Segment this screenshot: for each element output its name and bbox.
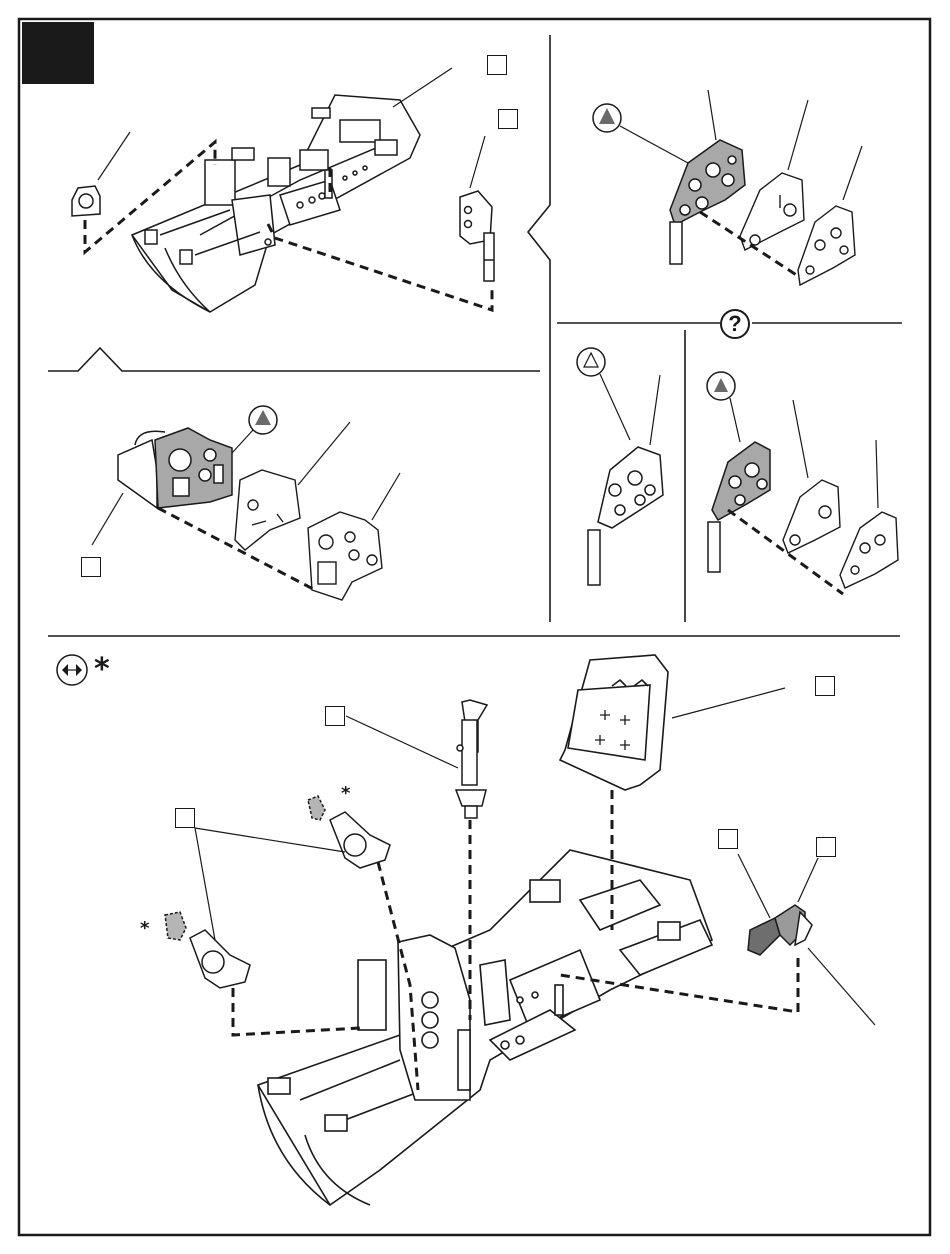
instrument-panel-painted-tr bbox=[670, 140, 745, 264]
cockpit-tub-small bbox=[132, 95, 420, 312]
part-number-box bbox=[718, 829, 738, 849]
option-symbol: ? bbox=[728, 311, 741, 336]
instrument-decal-option-b bbox=[783, 480, 840, 553]
instrument-decal-tr bbox=[740, 173, 804, 250]
rudder-pedal-lower-part bbox=[165, 912, 250, 988]
cockpit-tub-large bbox=[258, 850, 712, 1205]
rudder-pedal-upper-part bbox=[308, 796, 390, 868]
decal-icon bbox=[577, 348, 605, 376]
part-number-box bbox=[487, 55, 507, 75]
question-icon: ? bbox=[720, 309, 750, 339]
part-number-box bbox=[175, 808, 195, 828]
instrument-panel-assembly bbox=[118, 428, 232, 508]
part-number-box bbox=[81, 557, 101, 577]
optional-marker: * bbox=[140, 918, 149, 939]
control-stick-panel-part bbox=[460, 191, 494, 281]
decal-icon bbox=[249, 406, 277, 434]
instrument-panel-option-a bbox=[588, 447, 663, 585]
instrument-backplate-option-b bbox=[840, 512, 898, 588]
symmetry-icon bbox=[57, 655, 87, 685]
small-bracket-part bbox=[72, 186, 100, 216]
leader-lines-option-a bbox=[600, 374, 660, 445]
instrument-backplate-tr bbox=[798, 206, 855, 285]
step-number-box bbox=[22, 22, 94, 84]
part-number-box bbox=[325, 706, 345, 726]
instrument-panel-option-b bbox=[708, 442, 770, 572]
seat-backrest-part bbox=[560, 655, 668, 790]
part-number-box bbox=[815, 676, 835, 696]
optional-marker: * bbox=[94, 652, 110, 687]
throttle-quadrant-part bbox=[748, 905, 812, 955]
decal-icon bbox=[707, 372, 735, 400]
part-number-box bbox=[816, 837, 836, 857]
instrument-backplate-mid bbox=[308, 512, 382, 600]
decal-icon bbox=[593, 104, 621, 132]
section-dividers bbox=[48, 35, 902, 636]
control-stick-part bbox=[456, 700, 487, 818]
part-number-box bbox=[498, 109, 518, 129]
optional-marker: * bbox=[341, 783, 350, 804]
instrument-decal-mid bbox=[235, 470, 300, 550]
